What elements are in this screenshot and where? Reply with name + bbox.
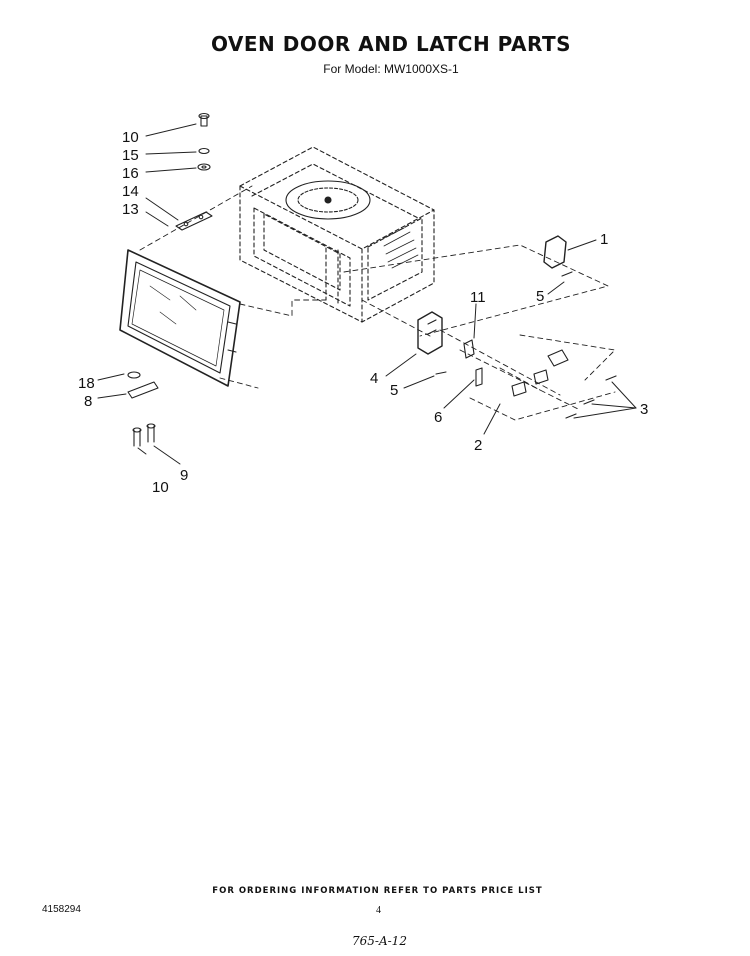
callout-6: 6	[434, 409, 442, 426]
page-title: OVEN DOOR AND LATCH PARTS	[210, 32, 572, 56]
callout-14: 14	[122, 183, 139, 200]
page-number: 4	[376, 905, 381, 916]
callout-9: 9	[180, 467, 188, 484]
callout-4: 4	[370, 370, 378, 387]
document-number: 4158294	[42, 904, 81, 915]
callout-5-right: 5	[536, 288, 544, 305]
oven-door	[119, 249, 241, 387]
dashed-leaders	[139, 185, 616, 421]
callout-15: 15	[122, 147, 139, 164]
latch-hatching	[383, 227, 419, 269]
callout-arrows	[97, 123, 637, 465]
callout-1: 1	[600, 231, 608, 248]
model-subtitle: For Model: MW1000XS-1	[323, 62, 459, 76]
ordering-note: FOR ORDERING INFORMATION REFER TO PARTS …	[212, 886, 543, 896]
callout-3: 3	[640, 401, 648, 418]
callout-5-left: 5	[390, 382, 398, 399]
bottom-hinge-group	[127, 371, 159, 447]
callout-13: 13	[122, 201, 139, 218]
top-hinge-group	[175, 112, 213, 231]
oven-cavity	[239, 146, 435, 323]
turntable	[285, 180, 371, 220]
latch-assembly	[417, 235, 617, 419]
callout-8: 8	[84, 393, 92, 410]
callout-10-bottom: 10	[152, 479, 169, 496]
callout-2: 2	[474, 437, 482, 454]
callout-16: 16	[122, 165, 139, 182]
callout-11: 11	[470, 289, 486, 306]
handwritten-note: 765-A-12	[352, 934, 407, 948]
callout-10-top: 10	[122, 129, 139, 146]
callout-18: 18	[78, 375, 95, 392]
